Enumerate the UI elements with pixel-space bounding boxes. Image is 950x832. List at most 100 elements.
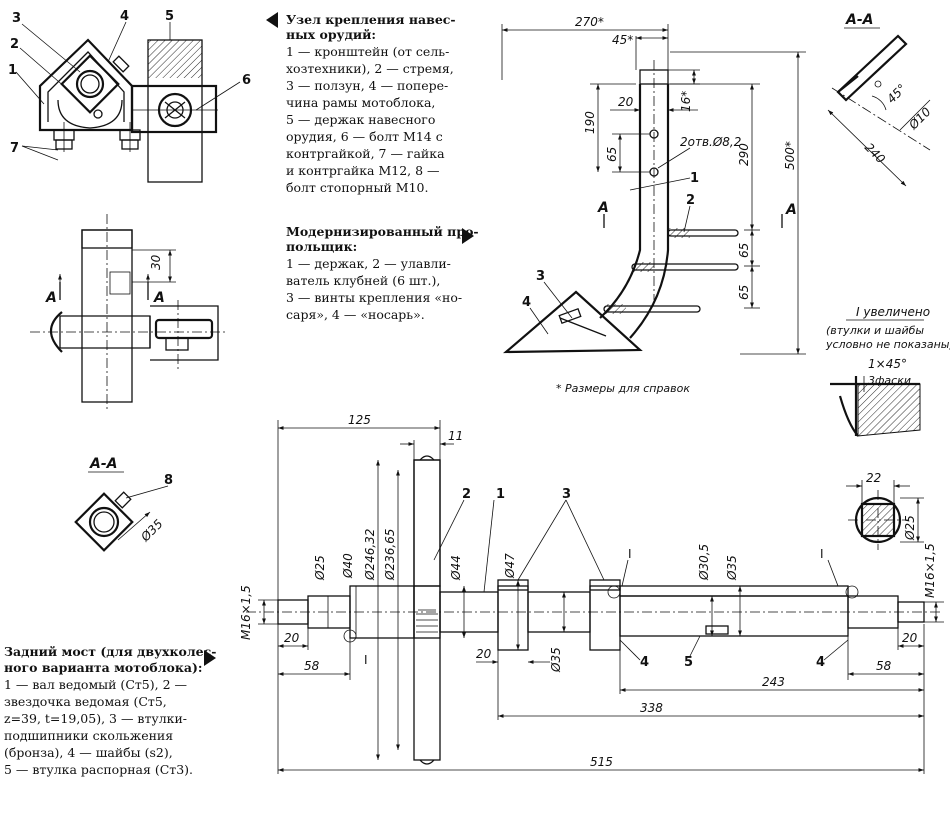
mount-side-view: 30 A A (30, 214, 228, 412)
caption-axle-title-1: Задний мост (для двухколес- (4, 644, 216, 659)
weeder-section-mark-right: A (785, 202, 797, 218)
axle-dim-d44: Ø44 (449, 555, 463, 581)
caption-mount-line-2: хозтехники), 2 — стремя, (286, 61, 454, 76)
weeder-note: * Размеры для справок (556, 382, 690, 395)
axle-detail-mark-mid: I (628, 547, 632, 561)
axle-dim-d246: Ø246,32 (363, 529, 377, 581)
caption-arrow-left (266, 12, 278, 28)
weeder-label-1: 1 (690, 171, 699, 186)
axle-dim-20-right: 20 (902, 631, 918, 645)
weeder-view: 270* 45* 16* 20 2отв.Ø8,2 190 65 (501, 15, 806, 395)
detail-title: I увеличено (856, 305, 930, 319)
axle-dim-m16-right: M16×1,5 (923, 543, 937, 598)
axle-detail-mark-right: I (820, 547, 824, 561)
caption-mount-line-8: и контргайка М12, 8 — (286, 163, 440, 178)
weeder-section-title: А-А (845, 12, 873, 28)
axle-dim-d236: Ø236,65 (383, 529, 397, 581)
axle-dim-d25: Ø25 (313, 555, 327, 581)
mount-assembly-view: 3 2 1 4 5 6 7 (8, 9, 251, 183)
axle-dim-125: 125 (348, 413, 371, 427)
axle-dim-d35b: Ø35 (549, 647, 563, 673)
mount-section-aa: А-А 8 Ø35 (74, 456, 173, 552)
axle-end-section: 22 Ø25 (846, 471, 924, 550)
axle-dim-11: 11 (448, 429, 463, 443)
weeder-dim-holes: 2отв.Ø8,2 (680, 135, 741, 149)
caption-arrow-axle (204, 650, 216, 666)
caption-axle-line-6: 5 — втулка распорная (Ст3). (4, 762, 193, 777)
detail-sub-2: условно не показаны) (825, 338, 950, 351)
weeder-label-2: 2 (686, 193, 695, 208)
axle-label-4-right: 4 (816, 655, 825, 670)
mount-label-4: 4 (120, 9, 129, 24)
caption-weeder-line-1: 1 — держак, 2 — улавли- (286, 256, 451, 271)
mount-label-7: 7 (10, 141, 19, 156)
caption-mount-line-3: 3 — ползун, 4 — попере- (286, 78, 448, 93)
mount-label-2: 2 (10, 37, 19, 52)
weeder-dim-16: 16* (679, 91, 693, 112)
axle-label-3: 3 (562, 487, 571, 502)
tube-circle (75, 69, 105, 99)
axle-dim-58-left: 58 (304, 659, 320, 673)
mount-section-mark-right: A (153, 290, 165, 306)
detail-chamfer: 1×45° (868, 357, 907, 371)
axle-end-dim-d25: Ø25 (903, 515, 917, 541)
caption-mount-line-6: орудия, 6 — болт М14 с (286, 129, 443, 144)
weeder-dim-500: 500* (783, 141, 797, 170)
caption-mount-line-9: болт стопорный М10. (286, 180, 428, 195)
axle-dim-243: 243 (762, 675, 785, 689)
mount-section-title: А-А (89, 456, 117, 472)
caption-mount: Узел крепления навес- ных орудий: 1 — кр… (266, 12, 456, 195)
weeder-dim-65c: 65 (737, 285, 751, 300)
axle-dim-d305: Ø30,5 (697, 544, 711, 581)
weeder-sec-dim-240: 240 (862, 140, 888, 166)
weeder-sec-dim-d10: Ø10 (906, 104, 934, 132)
mount-label-8: 8 (164, 473, 173, 488)
weeder-dim-45: 45* (612, 33, 633, 47)
weeder-dim-65a: 65 (605, 147, 619, 162)
caption-axle-line-3: z=39, t=19,05), 3 — втулки- (4, 711, 187, 726)
axle-label-1: 1 (496, 487, 505, 502)
caption-axle-line-2: звездочка ведомая (Ст5, (4, 694, 167, 709)
caption-axle-line-5: (бронза), 4 — шайбы (s2), (4, 745, 173, 760)
weeder-sec-dim-45: 45° (884, 81, 909, 106)
caption-axle: Задний мост (для двухколес- ного вариант… (4, 644, 216, 777)
mount-label-1: 1 (8, 63, 17, 78)
weeder-section-mark-left: A (597, 200, 609, 216)
axle-dim-d35: Ø35 (725, 555, 739, 581)
weeder-dim-290: 290 (737, 143, 751, 166)
mount-dim-30: 30 (149, 254, 163, 270)
weeder-dim-270: 270* (575, 15, 604, 29)
axle-dim-d40: Ø40 (341, 553, 355, 579)
detail-sub-1: (втулки и шайбы (826, 324, 924, 337)
weeder-dim-190: 190 (583, 111, 597, 134)
caption-weeder-line-2: ватель клубней (6 шт.), (286, 273, 440, 288)
slider-square (60, 54, 120, 114)
caption-weeder: Модернизированный про- польщик: 1 — держ… (286, 224, 479, 322)
weeder-section-aa: А-А 240 45° Ø10 (827, 12, 934, 187)
weeder-label-3: 3 (536, 269, 545, 284)
caption-mount-title-2: ных орудий: (286, 27, 376, 42)
weeder-label-4: 4 (522, 295, 531, 310)
axle-label-2: 2 (462, 487, 471, 502)
caption-axle-title-2: ного варианта мотоблока): (4, 660, 203, 675)
mount-dim-d35: Ø35 (138, 517, 166, 545)
rear-axle-view: 125 11 Ø25 Ø40 Ø246,32 Ø236,65 Ø44 Ø47 Ø… (239, 413, 944, 774)
mount-label-6: 6 (242, 73, 251, 88)
axle-sprocket (413, 459, 441, 761)
detail-i: I увеличено (втулки и шайбы условно не п… (825, 305, 950, 437)
axle-end-dim-22: 22 (866, 471, 881, 485)
caption-mount-line-1: 1 — кронштейн (от сель- (286, 44, 449, 59)
axle-detail-mark-left: I (364, 653, 368, 667)
axle-dim-58-right: 58 (876, 659, 892, 673)
caption-mount-title-1: Узел крепления навес- (286, 12, 456, 27)
caption-mount-line-5: 5 — держак навесного (286, 112, 435, 127)
mount-label-5: 5 (165, 9, 174, 24)
mount-label-3: 3 (12, 11, 21, 26)
caption-mount-line-4: чина рамы мотоблока, (286, 95, 435, 110)
axle-dim-20-left: 20 (284, 631, 300, 645)
axle-dim-338: 338 (640, 701, 663, 715)
caption-arrow-right (462, 228, 474, 244)
axle-dim-515: 515 (590, 755, 613, 769)
caption-axle-line-4: подшипники скольжения (4, 728, 173, 743)
